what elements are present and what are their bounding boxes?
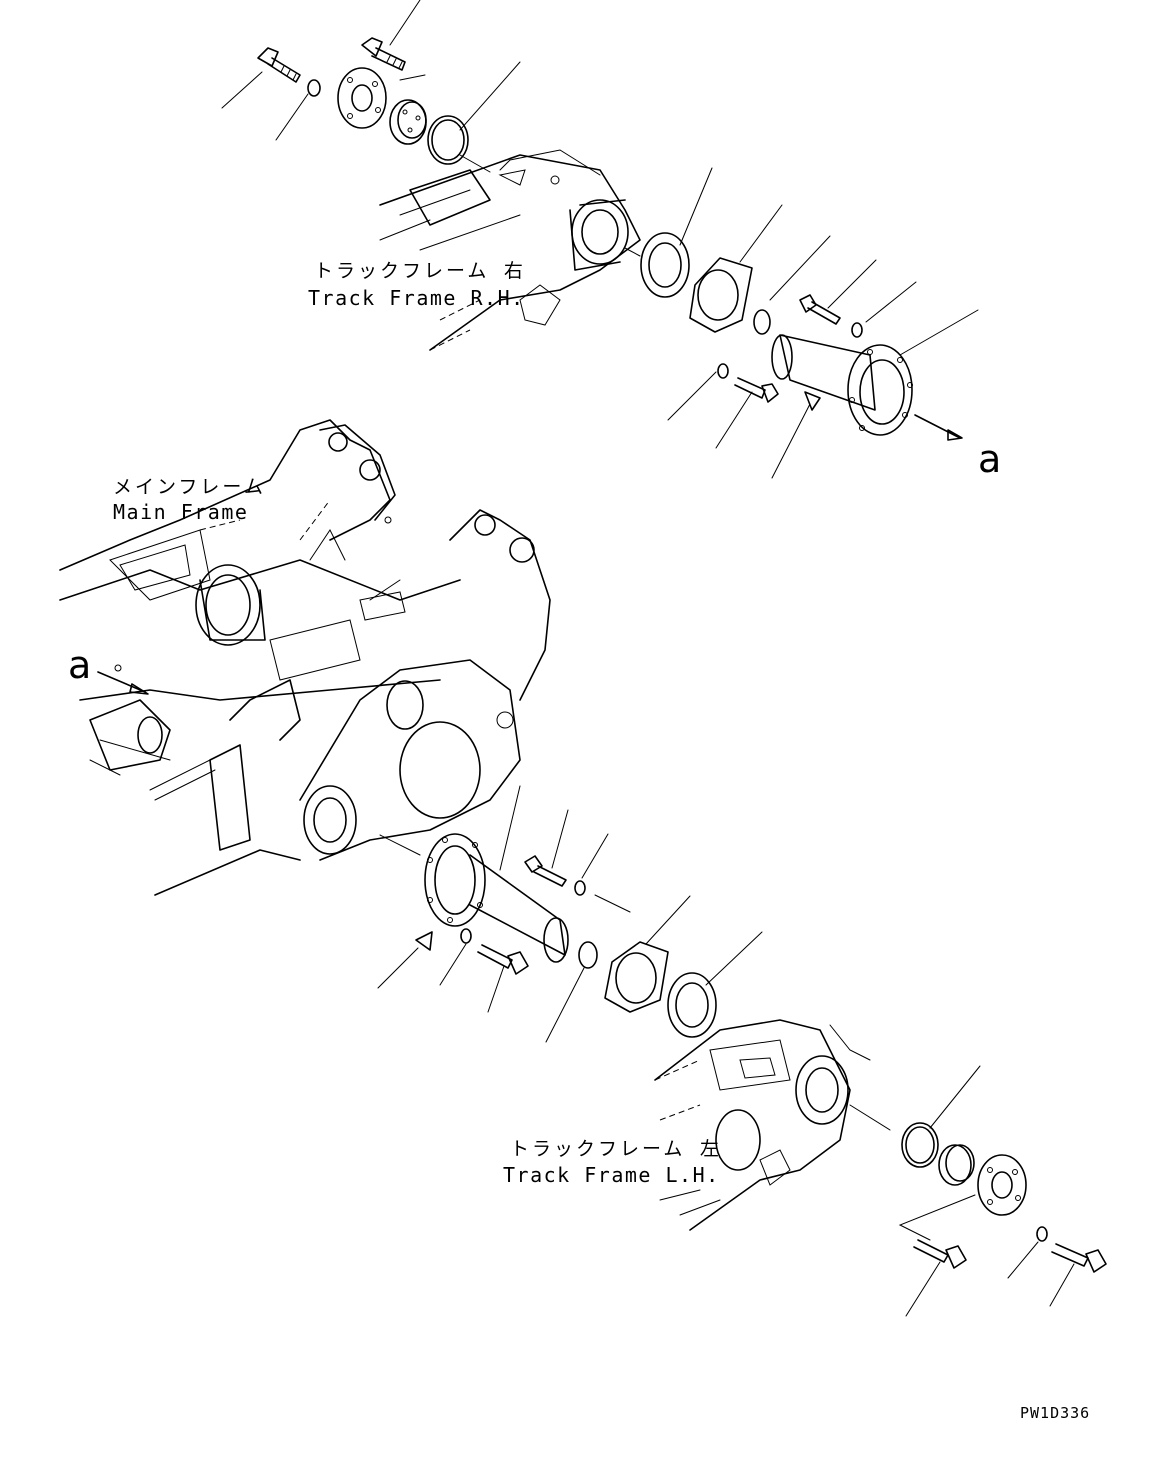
track-frame-lh-drawing xyxy=(654,1019,871,1231)
lh-washer-3 xyxy=(1036,1226,1048,1242)
rh-o-ring-top-inner xyxy=(431,119,465,161)
lh-o-ring-small xyxy=(578,941,598,969)
lh-plug xyxy=(415,931,433,951)
rh-washer-3 xyxy=(717,363,729,379)
rh-retainer xyxy=(389,99,427,145)
ref-a-left-label: a xyxy=(68,643,92,687)
rh-bolt-upper-left xyxy=(257,47,301,83)
lh-washer xyxy=(574,880,586,896)
track-frame-rh-label-jp: トラックフレーム 右 xyxy=(314,260,526,282)
track-frame-lh-label-en: Track Frame L.H. xyxy=(503,1163,720,1187)
main-frame-drawing xyxy=(59,419,551,896)
main-frame-label-en: Main Frame xyxy=(113,500,249,524)
lh-cover-plate xyxy=(604,941,669,1013)
track-frame-rh-drawing xyxy=(379,149,641,351)
lh-o-ring-big-inner xyxy=(905,1126,935,1164)
lh-bolt-upper xyxy=(524,855,567,887)
lh-cap-plate xyxy=(977,1154,1027,1216)
lh-shaft xyxy=(424,833,569,963)
rh-bolt-upper-right xyxy=(361,37,406,71)
rh-o-ring-top xyxy=(427,115,469,165)
drawing-code: PW1D336 xyxy=(1020,1404,1091,1422)
rh-shaft xyxy=(771,334,913,436)
lh-washer-2 xyxy=(460,928,472,944)
rh-washer xyxy=(307,79,321,97)
rh-cap-plate xyxy=(337,67,387,129)
main-frame-label-jp: メインフレーム xyxy=(113,476,266,498)
rh-washer-2 xyxy=(851,322,863,338)
lh-bolt-left xyxy=(913,1239,967,1269)
lh-o-ring-big xyxy=(901,1122,939,1168)
lh-seal-ring xyxy=(667,972,717,1038)
track-frame-lh-label-jp: トラックフレーム 左 xyxy=(510,1138,722,1160)
rh-plug xyxy=(804,391,821,411)
ref-arrow-left xyxy=(97,671,149,695)
rh-o-ring-small xyxy=(753,309,771,335)
rh-bolt-lower xyxy=(734,377,779,403)
track-frame-rh-label-en: Track Frame R.H. xyxy=(308,286,525,310)
ref-a-right-label: a xyxy=(978,437,1002,481)
lh-bolt-lower xyxy=(477,944,529,975)
rh-bolt-middle xyxy=(799,294,841,325)
lh-leader-lines xyxy=(377,785,1075,1317)
rh-cover-plate xyxy=(689,257,753,333)
rh-leader-lines xyxy=(221,0,979,479)
lh-retainer xyxy=(938,1144,975,1186)
rh-seal-ring xyxy=(640,232,690,298)
lh-bolt-right xyxy=(1051,1243,1107,1273)
